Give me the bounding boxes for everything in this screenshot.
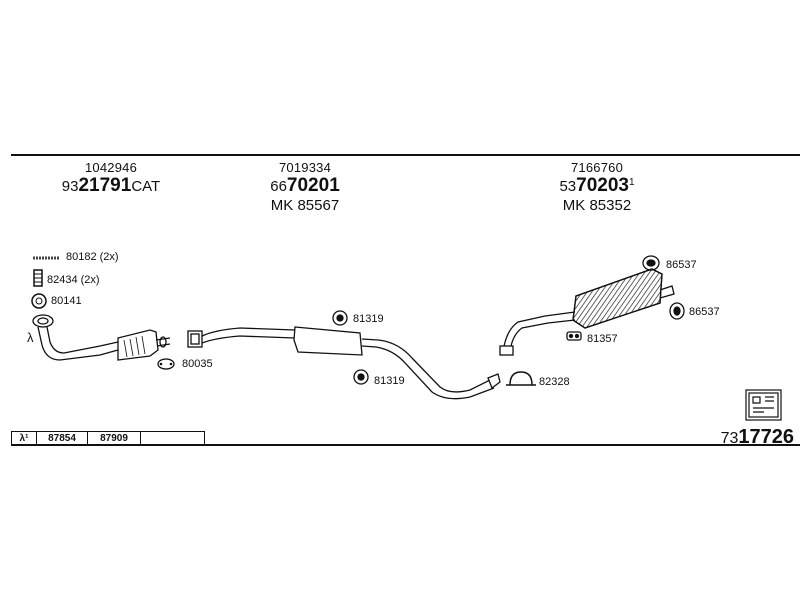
front-pipe-catalyst [32,314,171,361]
part-code: 6670201 [270,175,340,196]
flange-gasket-icon [157,358,175,370]
catalog-symbol-icon [745,389,782,421]
section-2-header: 7019334 6670201 MK 85567 [270,160,340,214]
part-label: 81319 [353,313,384,325]
part-label: 80035 [182,358,213,370]
part-label: 80182 (2x) [66,251,119,263]
part-label: 80141 [51,295,82,307]
legend-cell: 87909 [88,432,141,445]
middle-pipe-silencer [187,326,501,400]
gasket-ring-icon [31,293,47,309]
legend-symbol: λ¹ [12,432,37,445]
part-label: 81319 [374,375,405,387]
rubber-hanger-icon [642,255,660,271]
part-label: 86537 [689,306,720,318]
mounting-kit-code: MK 85567 [270,197,340,214]
legend-cell: 87854 [37,432,88,445]
legend-cell [141,432,204,445]
mounting-kit-code: MK 85352 [562,197,632,214]
part-label: 81357 [587,333,618,345]
clamp-icon [566,331,582,341]
bottom-rule [11,444,800,446]
rubber-hanger-icon [669,302,685,320]
oe-reference: 7019334 [278,160,331,175]
oe-reference: 7166760 [570,160,623,175]
rubber-hanger-icon [332,310,348,326]
pipe-clamp-icon [506,371,536,386]
section-3-header: 7166760 53702031 MK 85352 [559,160,634,214]
sensor-legend-table: λ¹ 87854 87909 [11,431,205,446]
rubber-hanger-icon [353,369,369,385]
top-rule [11,154,800,156]
lambda-sensor-marker: λ [27,330,34,345]
catalog-number: 7317726 [720,426,794,448]
rear-silencer [499,268,675,356]
oe-reference: 1042946 [84,160,138,175]
part-label: 82434 (2x) [47,274,100,286]
part-label: 86537 [666,259,697,271]
part-code: 53702031 [559,175,635,196]
spring-icon [33,269,43,287]
section-1-header: 1042946 9321791CAT [62,160,160,197]
part-code: 9321791CAT [61,175,161,196]
part-label: 82328 [539,376,570,388]
